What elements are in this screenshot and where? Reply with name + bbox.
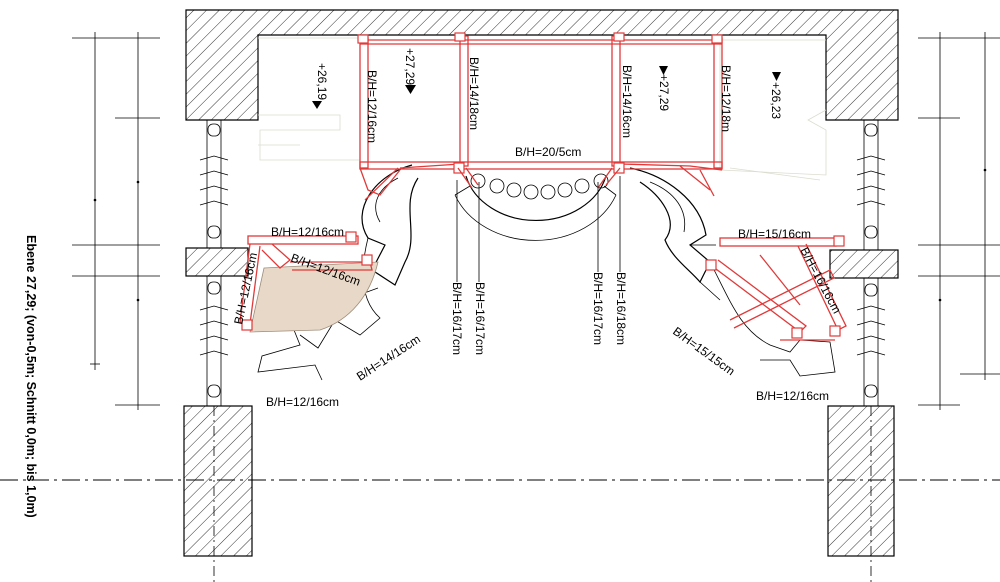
label-left-arc: B/H=14/16cm <box>354 332 423 384</box>
level-triangle-left-beam <box>405 85 416 94</box>
left-pier-bottom <box>183 405 253 557</box>
right-pier-bottom <box>827 405 895 557</box>
level-right-beam: +27,29 <box>657 74 671 111</box>
level-triangle-right-room <box>772 72 781 81</box>
dimension-lines-right <box>918 32 1000 410</box>
masonry-walls <box>183 9 899 557</box>
window-column-left <box>199 120 229 582</box>
level-triangle-right-beam <box>659 66 668 75</box>
side-title: Ebene 27,29; (von-0,5m; Schnitt 0,0m; bi… <box>24 235 38 518</box>
label-top-beam-4: B/H=12/18m <box>719 65 733 132</box>
level-right-room: +26,23 <box>769 82 783 119</box>
label-right-arc: B/H=15/15cm <box>670 324 737 378</box>
arch-openings <box>470 173 609 200</box>
right-wall-mid <box>829 249 899 279</box>
timber-members <box>239 32 847 341</box>
leader-lines <box>456 176 621 282</box>
vault-geometry <box>249 164 836 381</box>
dimension-lines-left <box>72 32 160 410</box>
top-wall <box>185 9 899 121</box>
label-right-top: B/H=15/16cm <box>738 227 811 241</box>
label-left-bottom: B/H=12/16cm <box>266 395 339 409</box>
label-vert-1: B/H=16/17cm <box>450 282 464 355</box>
label-top-beam-1: B/H=12/16cm <box>365 70 379 143</box>
level-triangle-left-room <box>312 101 322 109</box>
window-column-right <box>856 120 886 582</box>
label-top-beam-2: B/H=14/18cm <box>467 57 481 130</box>
label-vert-4: B/H=16/18cm <box>614 272 628 345</box>
level-left-room: +26,19 <box>315 63 329 100</box>
fill-area <box>249 261 379 333</box>
label-vert-3: B/H=16/17cm <box>591 272 605 345</box>
level-left-beam: +27,29 <box>403 48 417 85</box>
label-top-beam-3: B/H=14/16cm <box>620 65 634 138</box>
label-right-bottom: B/H=12/16cm <box>756 389 829 403</box>
label-center-beam: B/H=20/5cm <box>515 145 581 159</box>
label-vert-2: B/H=16/17cm <box>473 282 487 355</box>
label-left-top: B/H=12/16cm <box>271 225 344 239</box>
left-wall-mid <box>185 247 249 277</box>
level-markers <box>312 66 781 109</box>
